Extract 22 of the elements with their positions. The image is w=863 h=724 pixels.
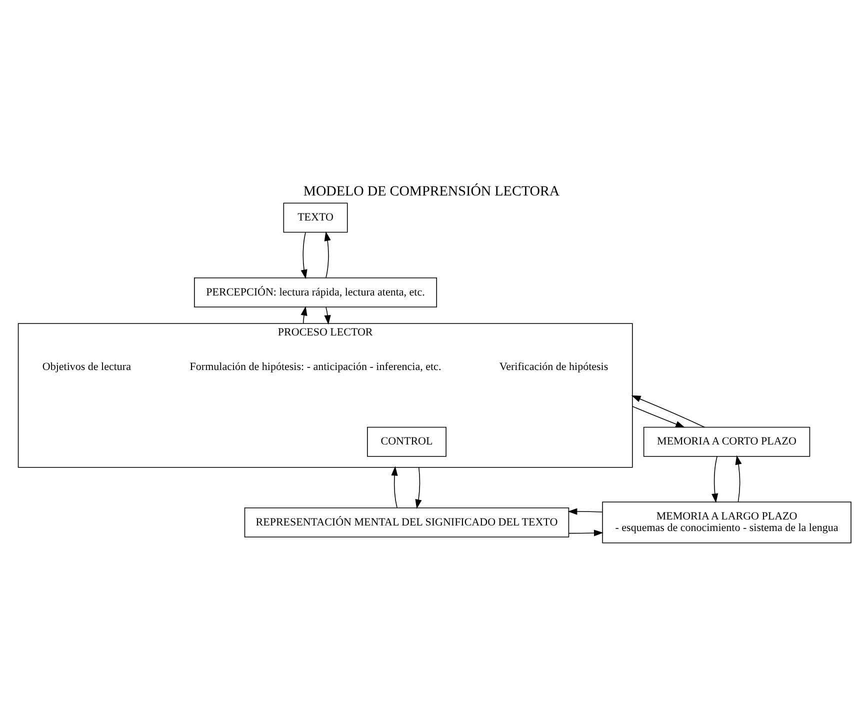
arrow: [631, 395, 705, 428]
arrow: [415, 466, 422, 509]
arrow: [568, 530, 604, 536]
diagram-title: MODELO DE COMPRENSIÓN LECTORA: [303, 184, 560, 200]
node-box: CONTROL: [367, 426, 446, 457]
arrow: [391, 466, 398, 508]
arrow: [712, 456, 718, 503]
node-box: TEXTO: [283, 202, 348, 233]
node-box: MEMORIA A LARGO PLAZO - esquemas de conocimiento - sistema de la lengua: [602, 502, 852, 544]
arrow: [324, 306, 331, 325]
arrow: [300, 306, 308, 324]
node-text: Verificación de hipótesis: [499, 361, 608, 374]
node-text: Objetivos de lectura: [42, 361, 131, 374]
node-box: REPRESENTACIÓN MENTAL DEL SIGNIFICADO DEL TEXTO: [244, 507, 570, 538]
arrow: [300, 232, 308, 279]
node-box: PERCEPCIÓN: lectura rápida, lectura atenta, etc.: [194, 277, 437, 308]
arrow: [568, 508, 603, 515]
arrow: [324, 231, 331, 278]
node-box: MEMORIA A CORTO PLAZO: [643, 426, 810, 457]
node-text: Formulación de hipótesis: - anticipación - inferencia, etc.: [190, 361, 442, 374]
arrow: [735, 455, 742, 502]
arrow: [632, 406, 686, 428]
